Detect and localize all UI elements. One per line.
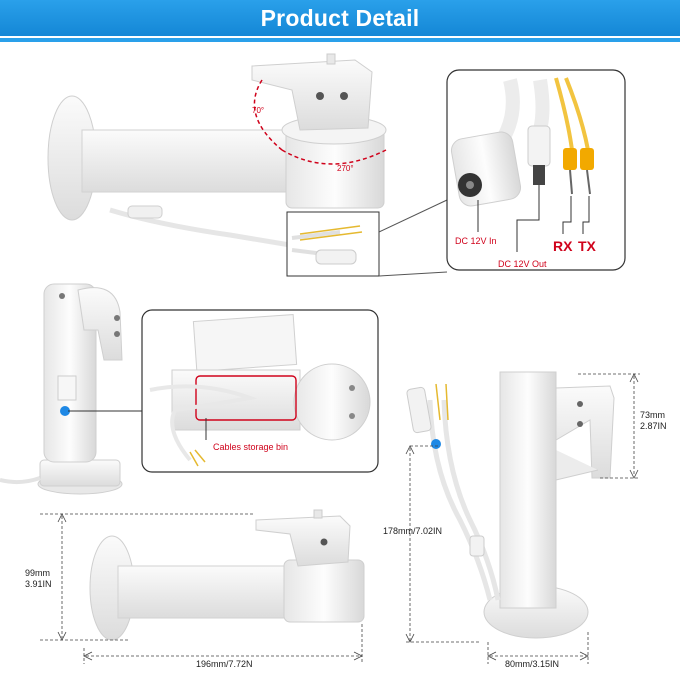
storage-bin-label: Cables storage bin [213,442,289,452]
pan-angle-label: 270° [337,164,354,173]
rx-label: RX [553,238,573,254]
tilt-angle-label: 70° [252,106,265,115]
page-title: Product Detail [260,4,420,31]
width-front-dimension: 196mm/7.72N [196,659,253,669]
connector-inset-small [286,211,380,277]
tx-label: TX [578,238,596,254]
cable-length-dimension: 178mm/7.02IN [383,526,443,536]
connector-detail [450,77,594,207]
height-front-dimension: 99mm 3.91IN [25,568,52,589]
bracket-side-dims [406,371,615,639]
header-banner: Product Detail [0,0,680,36]
bracket-front-dims [89,509,365,641]
height-side-dimension: 73mm 2.87IN [640,410,667,431]
base-width-dimension: 80mm/3.15IN [505,659,560,669]
bracket-front-view [0,283,123,495]
banner-divider [0,38,680,42]
storage-detail [149,314,371,467]
dc-out-label: DC 12V Out [498,259,547,269]
dc-in-label: DC 12V In [455,236,497,246]
bracket-top-view [47,53,387,253]
